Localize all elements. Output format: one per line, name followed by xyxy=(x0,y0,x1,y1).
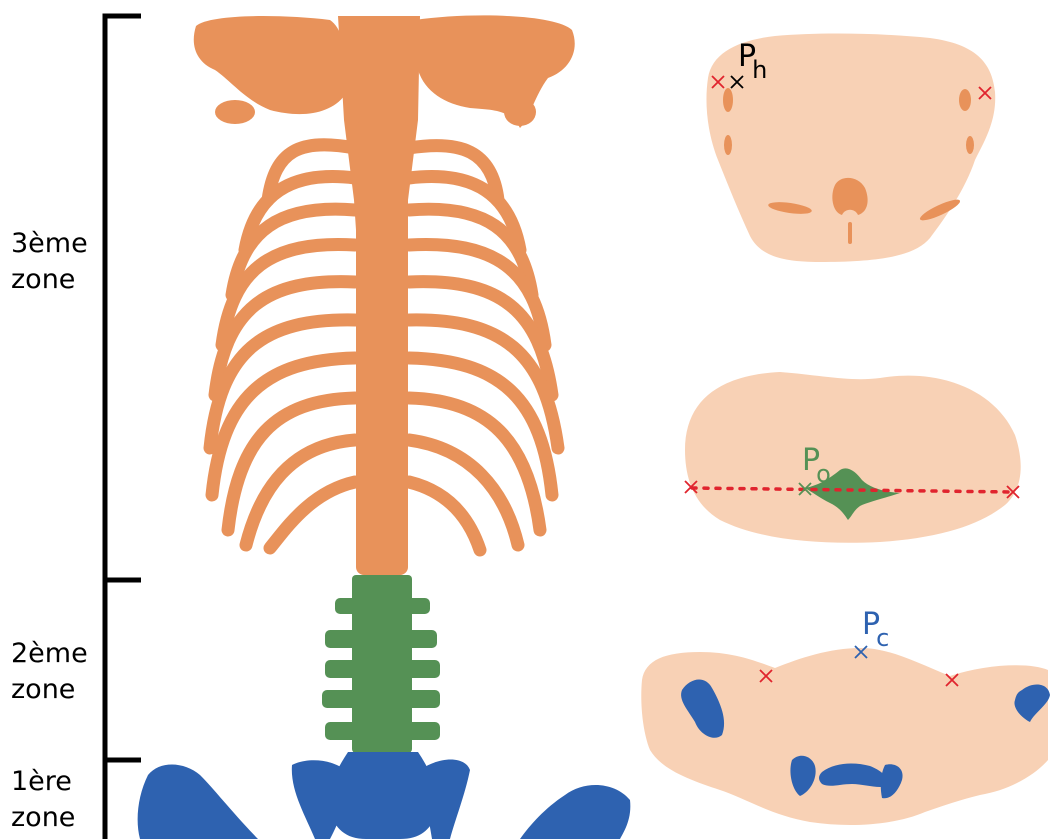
slice-top-spinous xyxy=(848,222,852,244)
thoracic-spine xyxy=(356,120,408,575)
slice-top-bone-right-upper xyxy=(959,89,971,111)
left-ribs xyxy=(210,145,355,548)
point-po-sub: o xyxy=(816,460,831,488)
right-shoulder-blob xyxy=(412,15,575,128)
rib-r10 xyxy=(409,482,480,550)
right-clavicle-tip xyxy=(504,98,536,126)
lumbar-process-1 xyxy=(335,598,430,614)
slice-top: Ph xyxy=(706,34,995,262)
right-hip-blob xyxy=(520,785,630,839)
rib-l10 xyxy=(270,482,355,548)
slice-bottom: Pc xyxy=(641,607,1050,825)
right-ribs xyxy=(409,146,558,550)
point-ph-sub: h xyxy=(752,56,767,84)
slice-top-bone-left-mid xyxy=(724,135,732,155)
bracket-zone-3 xyxy=(105,16,141,580)
slice-middle: Po xyxy=(685,372,1021,543)
left-clavicle-tip xyxy=(215,100,255,124)
slice-top-bone-right-mid xyxy=(966,136,974,154)
slice-bottom-body xyxy=(641,648,1048,825)
lumbar-process-5 xyxy=(325,722,440,740)
zone-brackets xyxy=(105,16,141,839)
point-pc-sub: c xyxy=(876,624,889,652)
bracket-zone-2 xyxy=(105,580,141,760)
pelvis-region xyxy=(138,752,631,839)
point-pc-label: Pc xyxy=(862,607,889,652)
lumbar-region xyxy=(322,575,440,753)
lumbar-process-3 xyxy=(325,660,440,678)
thoracic-region xyxy=(194,15,575,575)
left-shoulder-blob xyxy=(194,16,346,114)
slice-top-bone-left-upper xyxy=(723,88,733,112)
left-iliac xyxy=(292,760,346,839)
lumbar-process-2 xyxy=(325,630,437,648)
sacrum xyxy=(329,752,437,839)
lumbar-process-4 xyxy=(322,690,440,708)
left-hip-blob xyxy=(138,764,258,839)
slice-middle-body xyxy=(685,372,1021,543)
